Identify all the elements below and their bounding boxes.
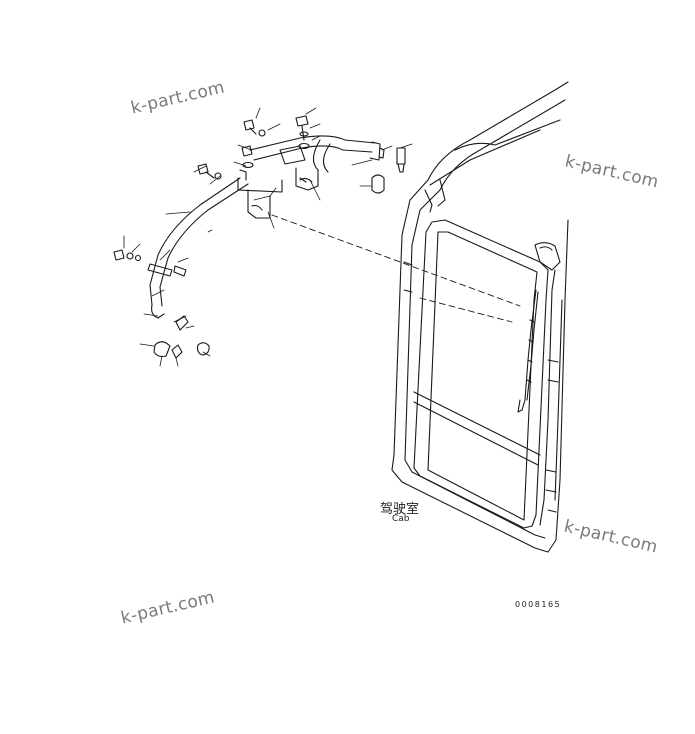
figure-code: 0008165 <box>515 600 562 609</box>
bracket-left <box>237 169 283 219</box>
cab-label-en: Cab <box>392 514 410 524</box>
bolts <box>113 115 385 262</box>
assembly-guidelines <box>271 214 521 323</box>
cab-door-frame <box>391 81 569 553</box>
hose-assembly <box>147 135 406 359</box>
leader-lines <box>123 107 413 367</box>
cab-label-cn: 驾驶室 <box>380 502 420 517</box>
wiper <box>517 289 539 413</box>
